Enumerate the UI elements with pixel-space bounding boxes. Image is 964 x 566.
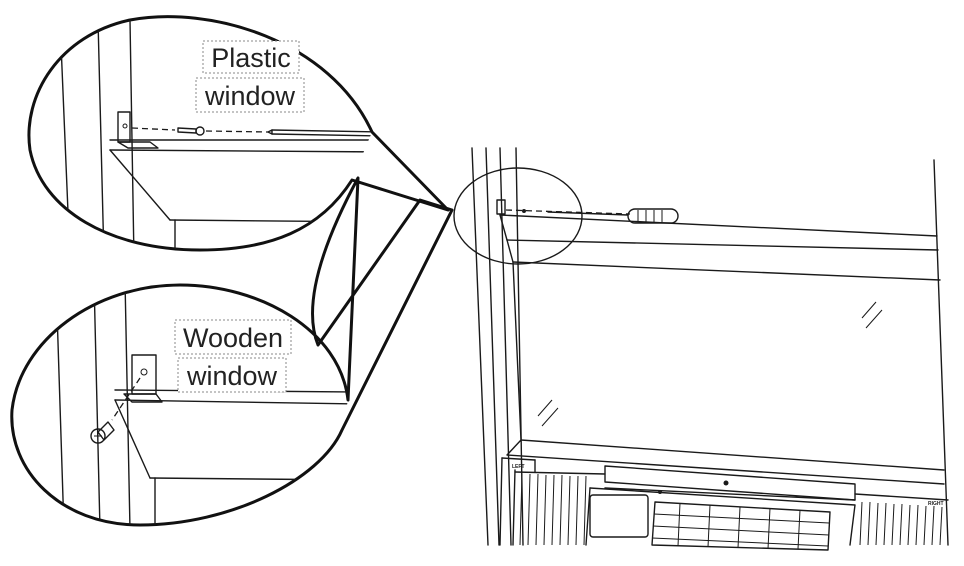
plastic-window-callout: Plastic window — [27, 15, 450, 252]
right-accordion-panel — [854, 493, 949, 546]
right-panel-marking: RIGHT — [928, 501, 944, 507]
left-panel-marking: LEFT — [512, 464, 525, 470]
main-window-illustration: LEFT RIGHT — [453, 147, 949, 551]
plastic-window-label-line2: window — [204, 81, 296, 111]
ac-grille — [651, 502, 830, 550]
wooden-window-callout: Wooden window — [10, 176, 454, 527]
wooden-window-label-line2: window — [186, 361, 278, 391]
wooden-window-label-line1: Wooden — [183, 323, 283, 353]
plastic-window-label-line1: Plastic — [211, 43, 291, 73]
left-accordion-panel — [519, 473, 587, 546]
